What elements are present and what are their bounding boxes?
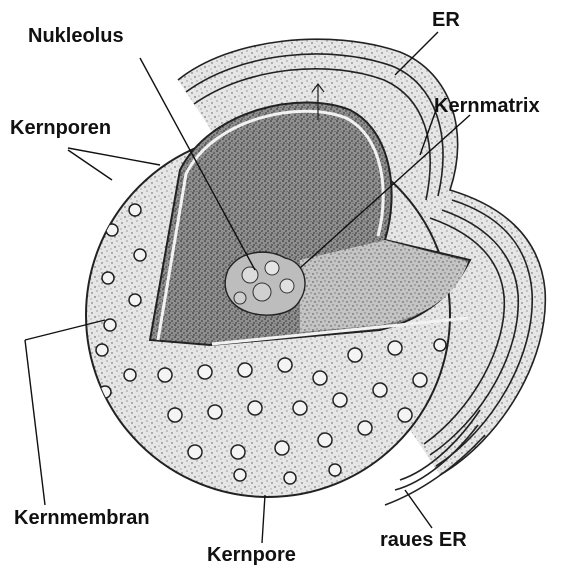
label-kernmembran: Kernmembran [14,508,150,528]
label-er: ER [432,10,460,30]
label-kernporen: Kernporen [10,118,111,138]
nucleolus [225,252,305,315]
label-raues-er: raues ER [380,530,467,550]
label-kernmatrix: Kernmatrix [434,96,540,116]
label-kernpore: Kernpore [207,545,296,565]
label-nukleolus: Nukleolus [28,26,124,46]
